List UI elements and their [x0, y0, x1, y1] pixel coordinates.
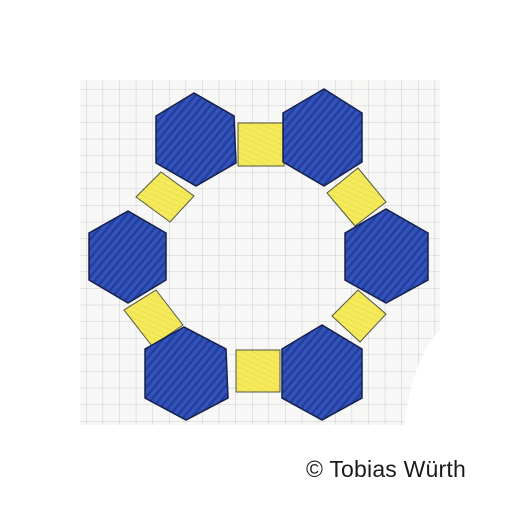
hexagon-top-right: [282, 88, 363, 187]
connector-square-lower-right: [331, 289, 387, 343]
hexagon-top-left: [155, 92, 237, 187]
copyright-credit: © Tobias Würth: [306, 456, 466, 482]
connector-square-upper-left: [135, 171, 195, 223]
hexagon-right: [344, 208, 429, 304]
hexagon-bottom-right: [281, 324, 363, 421]
connector-square-bottom: [235, 349, 281, 393]
connector-square-top: [237, 122, 285, 167]
connector-group: [123, 122, 387, 393]
hexagon-group: [88, 88, 429, 421]
connector-square-lower-left: [123, 289, 184, 347]
hexagon-bottom-left: [144, 326, 229, 421]
connector-square-upper-right: [326, 167, 387, 227]
torn-corner: [404, 330, 440, 425]
hexagon-left: [88, 210, 167, 304]
